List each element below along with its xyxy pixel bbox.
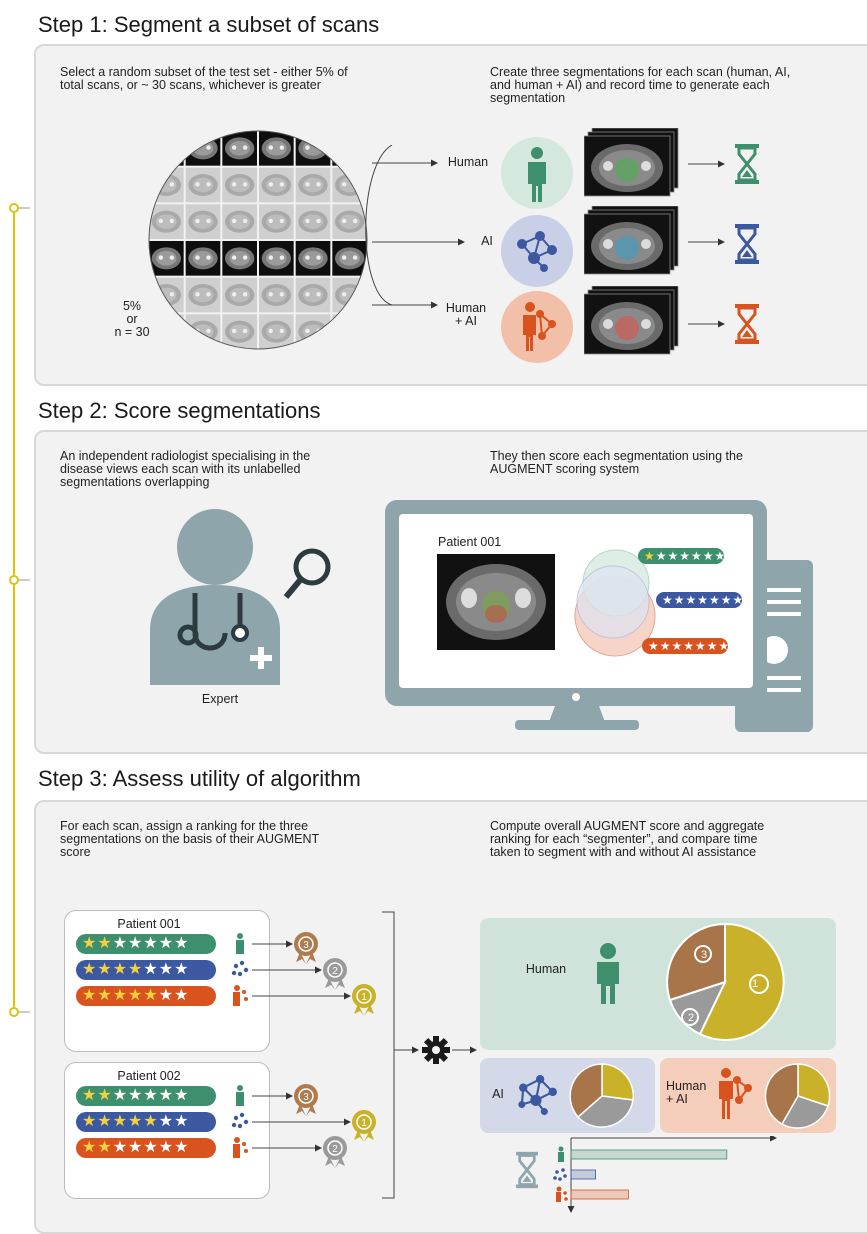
score-pill-ai: ★★★★★★★ — [76, 1112, 216, 1132]
human-ai-icon — [556, 1186, 568, 1202]
overlap-circles — [574, 549, 656, 657]
pie-human-ai — [764, 1063, 831, 1129]
scan-grid-circle — [148, 130, 368, 350]
score-pill-human: ★★★★★★★ — [76, 934, 216, 954]
timeline — [9, 203, 30, 1017]
timeline-node — [9, 203, 19, 213]
network-icon — [518, 1075, 557, 1116]
subset-label: 5% or n = 30 — [114, 299, 150, 339]
step1-title: Step 1: Segment a subset of scans — [38, 12, 380, 37]
rank-3-label: 3 — [700, 949, 708, 961]
score-pill-human_ai: ★★★★★★★ — [76, 986, 216, 1006]
branch-label-ai: AI — [481, 234, 493, 248]
person-icon — [597, 943, 619, 1004]
score-pill-human_ai: ★★★★★★★ — [76, 1138, 216, 1158]
score-pill-ai: ★★★★★★★ — [76, 960, 216, 980]
hourglass-icon — [735, 224, 759, 264]
expert-icon — [150, 509, 331, 685]
gear-arrow — [452, 1046, 477, 1054]
timeline-node — [9, 575, 19, 585]
scan-stack-human — [584, 128, 679, 197]
person-icon — [558, 1146, 564, 1162]
human-ai-icon — [719, 1068, 752, 1119]
network-icon — [553, 1168, 567, 1181]
expert-label: Expert — [201, 692, 239, 706]
score-pill-human: ★★★★★★★ — [638, 548, 724, 564]
time-arrows — [688, 160, 725, 328]
patient-card — [64, 910, 270, 1052]
step2-desc-right: They then score each segmentation using … — [490, 449, 743, 476]
merge-bracket — [382, 911, 419, 1199]
rank-2-label: 2 — [687, 1012, 695, 1024]
score-pill-human: ★★★★★★★ — [76, 1086, 216, 1106]
hourglass-icon — [516, 1151, 538, 1189]
patient-card-title: Patient 001 — [117, 917, 181, 931]
time-comparison-chart — [553, 1136, 777, 1213]
step3-desc-right: Compute overall AUGMENT score and aggreg… — [490, 819, 765, 859]
branch-label-human: Human — [447, 155, 489, 169]
step2-title: Step 2: Score segmentations — [38, 398, 321, 423]
pie-human — [666, 922, 785, 1041]
patient-label-monitor: Patient 001 — [438, 535, 502, 549]
patient-card-title: Patient 002 — [117, 1069, 181, 1083]
patient-scan — [437, 554, 555, 650]
timeline-node — [9, 1007, 19, 1017]
human-ai-icon — [501, 291, 573, 363]
score-pill-ai: ★★★★★★★ — [656, 592, 742, 608]
network-icon — [501, 215, 573, 287]
score-pill-human-ai: ★★★★★★★ — [642, 638, 728, 654]
pie-ai — [569, 1063, 634, 1128]
ai-result-label: AI — [492, 1087, 504, 1101]
time-bar-human_ai — [570, 1189, 629, 1200]
step1-desc-right: Create three segmentations for each scan… — [490, 65, 791, 105]
hourglass-icon — [735, 304, 759, 344]
human-result-label: Human — [525, 962, 567, 976]
branch-arrows — [365, 145, 465, 309]
human-ai-result-label: Human + AI — [666, 1079, 707, 1106]
person-icon — [501, 137, 573, 209]
rank-1-label: 1 — [752, 978, 759, 990]
branch-label-human-ai: Human + AI — [445, 301, 487, 328]
time-bar-human — [570, 1149, 728, 1160]
scan-stack-ai — [584, 206, 679, 275]
scan-stack-human-ai — [584, 286, 679, 355]
gear-icon — [422, 1036, 450, 1064]
time-bar-ai — [570, 1169, 597, 1180]
step3-desc-left: For each scan, assign a ranking for the … — [60, 819, 320, 859]
step3-title: Step 3: Assess utility of algorithm — [38, 766, 361, 791]
step1-desc-left: Select a random subset of the test set -… — [60, 65, 348, 92]
step2-desc-left: An independent radiologist specialising … — [60, 449, 311, 489]
hourglass-icon — [735, 144, 759, 184]
